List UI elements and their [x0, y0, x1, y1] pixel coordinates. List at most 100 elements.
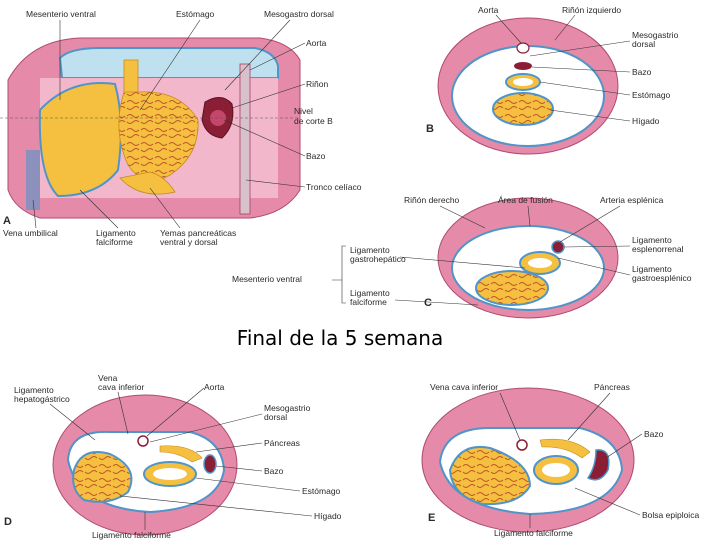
leader-a-estomago	[139, 19, 201, 111]
label-aorta-d: Aorta	[204, 382, 225, 392]
leader-b-bazo	[531, 66, 631, 73]
label-vena-e: Vena cava inferior	[430, 382, 498, 392]
label-lig-falc-e: Ligamento falciforme	[494, 528, 573, 538]
stomach-a	[118, 91, 199, 182]
panel-a: Mesenterio ventral Estómago Mesogastro d…	[0, 9, 362, 247]
leader-a-bazo	[223, 119, 306, 157]
label-mesogastro-dorsal: Mesogastro dorsal	[264, 9, 334, 19]
leader-d-pancreas	[195, 442, 263, 453]
spleen-e	[586, 449, 610, 481]
leader-c-lig-gh	[399, 256, 526, 269]
leader-b-estomago	[539, 81, 631, 96]
label-pancreas-d: Páncreas	[264, 438, 300, 448]
label-mesogastrio-b1: Mesogastrio	[632, 30, 679, 40]
label-pancreas-e: Páncreas	[594, 382, 630, 392]
label-lig-ge1: Ligamento	[632, 264, 672, 274]
label-bolsa-epiploica: Bolsa epiploica	[642, 510, 699, 520]
leader-d-aorta	[146, 387, 205, 437]
label-rinon-a: Riñon	[306, 79, 328, 89]
leader-a-rinon	[231, 83, 306, 109]
esophagus	[123, 59, 139, 95]
liver-d	[72, 451, 133, 503]
label-meso-d2: dorsal	[264, 412, 287, 422]
panel-letter-e: E	[428, 512, 435, 524]
label-vena-d1: Vena	[98, 373, 118, 383]
label-estomago-a: Estómago	[176, 9, 215, 19]
label-arteria-esplenica: Arteria esplénica	[600, 195, 664, 205]
spleen-b	[514, 62, 532, 70]
leader-e-pancreas	[567, 392, 611, 441]
leader-c-area	[527, 205, 531, 227]
leader-a-aorta	[249, 42, 306, 71]
leader-c-bracket	[332, 245, 346, 304]
label-higado-b: Hígado	[632, 116, 660, 126]
leader-d-higado	[119, 495, 313, 517]
leader-e-vena	[499, 392, 521, 441]
leader-d-lig-hg	[49, 403, 96, 441]
pancreas-d	[159, 445, 203, 463]
label-lig-er1: Ligamento	[632, 235, 672, 245]
label-estomago-b: Estómago	[632, 90, 671, 100]
leader-c-lig-er	[563, 245, 631, 248]
label-nivel-1: Nivel	[294, 106, 313, 116]
leader-c-rinon	[439, 205, 486, 229]
panel-letter-d: D	[4, 516, 12, 528]
stomach-b-lumen	[513, 78, 533, 86]
label-mesogastrio-b2: dorsal	[632, 39, 655, 49]
label-lig-gh1: Ligamento	[350, 245, 390, 255]
leader-a-lig	[79, 189, 119, 229]
liver-e	[448, 446, 532, 506]
label-yemas-2: ventral y dorsal	[160, 237, 218, 247]
label-vena-d2: cava inferior	[98, 382, 144, 392]
label-bazo-b: Bazo	[632, 67, 652, 77]
label-estomago-d: Estómago	[302, 486, 341, 496]
splenic-artery-c	[551, 240, 565, 254]
leader-a-tronco	[245, 179, 306, 188]
pancreas-e	[539, 438, 591, 459]
label-aorta-a: Aorta	[306, 38, 327, 48]
panel-letter-a: A	[3, 215, 11, 227]
liver-b	[492, 92, 554, 126]
label-nivel-2: de corte B	[294, 116, 333, 126]
label-lig-falciforme-a2: falciforme	[96, 237, 133, 247]
leader-a-vena	[32, 199, 37, 229]
label-mesenterio-ventral-c: Mesenterio ventral	[232, 274, 302, 284]
label-lig-falc-c1: Ligamento	[350, 288, 390, 298]
label-lig-hg1: Ligamento	[14, 385, 54, 395]
leader-c-lig-ge	[557, 257, 631, 276]
panel-c: Riñón derecho Área de fusión Arteria esp…	[232, 195, 692, 319]
label-lig-er2: esplenorrenal	[632, 244, 684, 254]
label-bazo-a: Bazo	[306, 151, 326, 161]
label-bazo-e: Bazo	[644, 429, 664, 439]
panel-letter-b: B	[426, 123, 434, 135]
label-lig-falc-c2: falciforme	[350, 297, 387, 307]
vena-cava-e	[516, 439, 528, 451]
liver-c	[475, 270, 549, 306]
caption: Final de la 5 semana	[236, 326, 444, 350]
stomach-d-lumen	[153, 468, 187, 480]
label-bazo-d: Bazo	[264, 466, 284, 476]
label-area-fusion: Área de fusión	[498, 195, 553, 205]
leader-e-bolsa	[574, 487, 641, 516]
label-yemas-1: Yemas pancreáticas	[160, 228, 236, 238]
aorta-d	[137, 435, 149, 447]
label-lig-ge2: gastroesplénico	[632, 273, 692, 283]
leader-c-arteria	[559, 205, 621, 243]
label-rinon-izq: Riñón izquierdo	[562, 5, 621, 15]
label-lig-gh2: gastrohepático	[350, 254, 406, 264]
label-higado-d: Hígado	[314, 511, 342, 521]
panel-e: Vena cava inferior Páncreas Bazo Bolsa e…	[421, 382, 699, 538]
panel-d: Ligamento hepatogástrico Vena cava infer…	[4, 373, 342, 540]
leader-a-yemas	[149, 187, 181, 229]
label-rinon-der: Riñón derecho	[404, 195, 460, 205]
label-mesenterio-ventral: Mesenterio ventral	[26, 9, 96, 19]
label-lig-falciforme-a1: Ligamento	[96, 228, 136, 238]
leader-e-bazo	[605, 433, 643, 459]
label-tronco-celiaco: Tronco celíaco	[306, 182, 362, 192]
leader-d-meso	[149, 413, 263, 443]
label-lig-falc-d: Ligamento falciforme	[92, 530, 171, 540]
leader-d-vena	[117, 391, 129, 435]
stomach-e-lumen	[542, 463, 570, 477]
panel-b: Aorta Riñón izquierdo Mesogastrio dorsal…	[426, 5, 679, 155]
top-cavity-surface	[58, 47, 279, 79]
